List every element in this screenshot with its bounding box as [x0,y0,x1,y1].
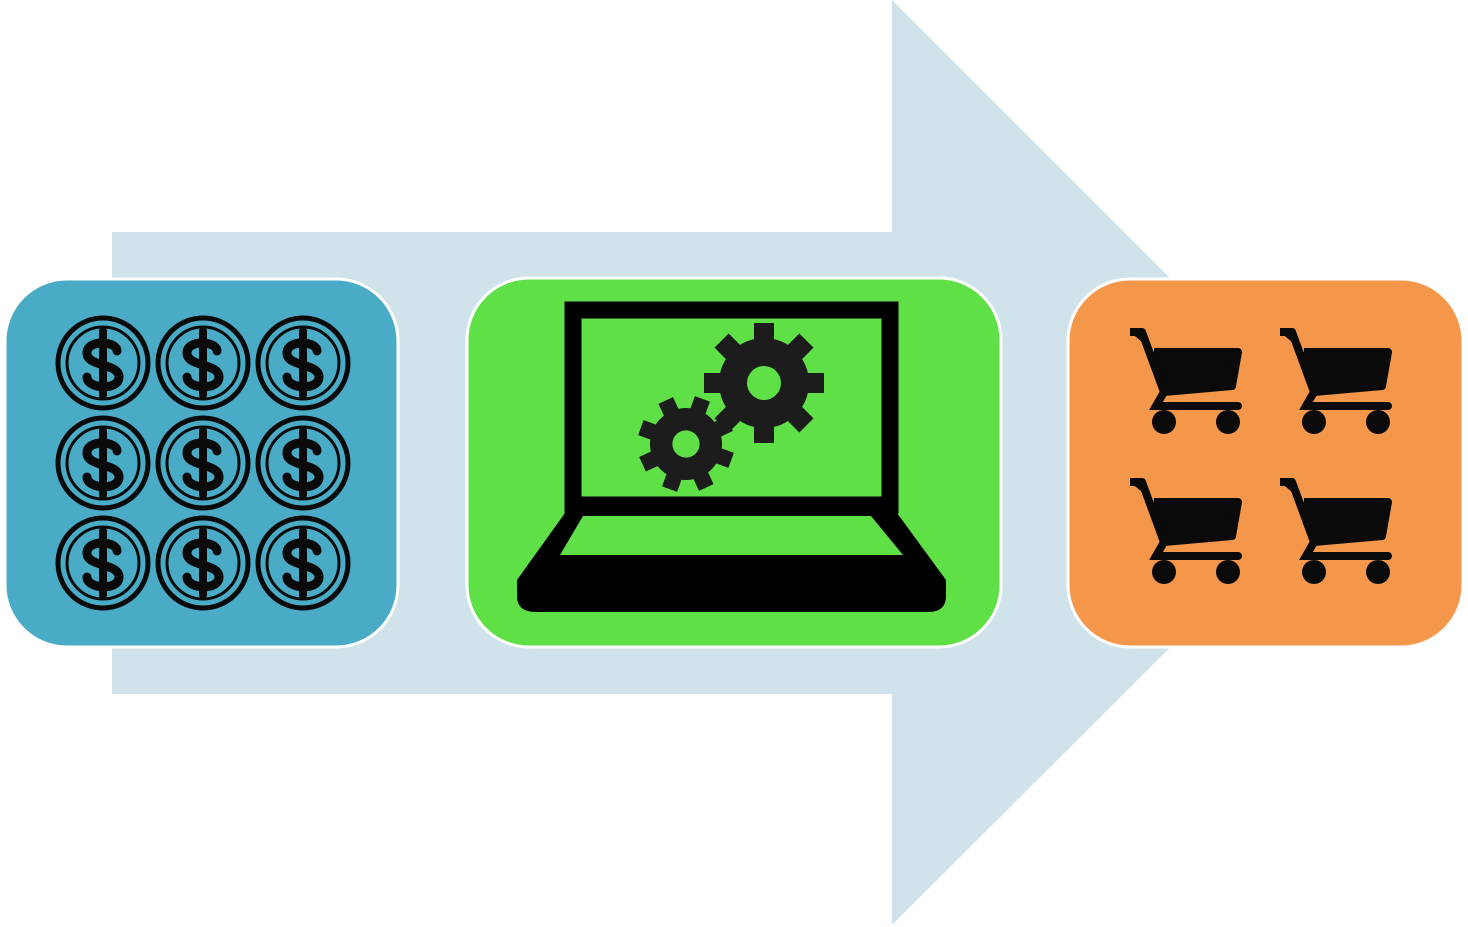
purchases-stage [1066,277,1465,649]
laptop-icon [517,301,946,612]
processing-stage [465,276,1003,649]
money-stage [3,277,400,649]
dollar-coin-icon [58,318,348,608]
